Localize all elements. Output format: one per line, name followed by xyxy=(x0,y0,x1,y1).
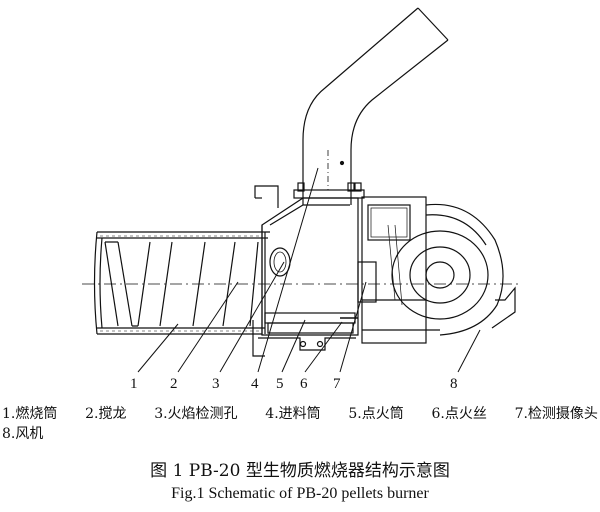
burner-schematic: 1 2 3 4 5 6 7 8 xyxy=(82,7,520,392)
callout-1: 1 xyxy=(130,376,138,392)
blower-fan xyxy=(387,203,516,336)
legend-item-8: 8.风机 xyxy=(2,426,44,442)
legend-item-4: 4.进料筒 xyxy=(265,406,321,422)
legend-item-1: 1.燃烧筒 xyxy=(2,406,58,422)
legend-item-2: 2.搅龙 xyxy=(85,406,127,422)
callout-2: 2 xyxy=(170,376,178,392)
callout-labels: 1 2 3 4 5 6 7 8 xyxy=(130,376,458,392)
chute-flange xyxy=(293,182,365,199)
callout-7: 7 xyxy=(333,376,341,392)
legend-line-1: 1.燃烧筒 2.搅龙 3.火焰检测孔 4.进料筒 5.点火筒 6.点火丝 7.检… xyxy=(2,404,598,424)
callout-4: 4 xyxy=(251,376,259,392)
auger-screw xyxy=(104,241,291,327)
leader-lines xyxy=(137,167,481,373)
legend-item-7: 7.检测摄像头 xyxy=(514,406,598,422)
callout-3: 3 xyxy=(212,376,220,392)
legend-item-3: 3.火焰检测孔 xyxy=(154,406,238,422)
legend-line-2: 8.风机 xyxy=(2,424,598,444)
callout-5: 5 xyxy=(276,376,284,392)
combustion-tube xyxy=(82,231,520,335)
feed-chute xyxy=(302,7,449,205)
legend-item-5: 5.点火筒 xyxy=(348,406,404,422)
legend-item-6: 6.点火丝 xyxy=(431,406,487,422)
caption-english: Fig.1 Schematic of PB-20 pellets burner xyxy=(171,485,429,502)
control-box xyxy=(357,196,440,344)
caption-chinese: 图 1 PB-20 型生物质燃烧器结构示意图 xyxy=(150,461,450,481)
callout-6: 6 xyxy=(300,376,308,392)
callout-8: 8 xyxy=(450,376,458,392)
